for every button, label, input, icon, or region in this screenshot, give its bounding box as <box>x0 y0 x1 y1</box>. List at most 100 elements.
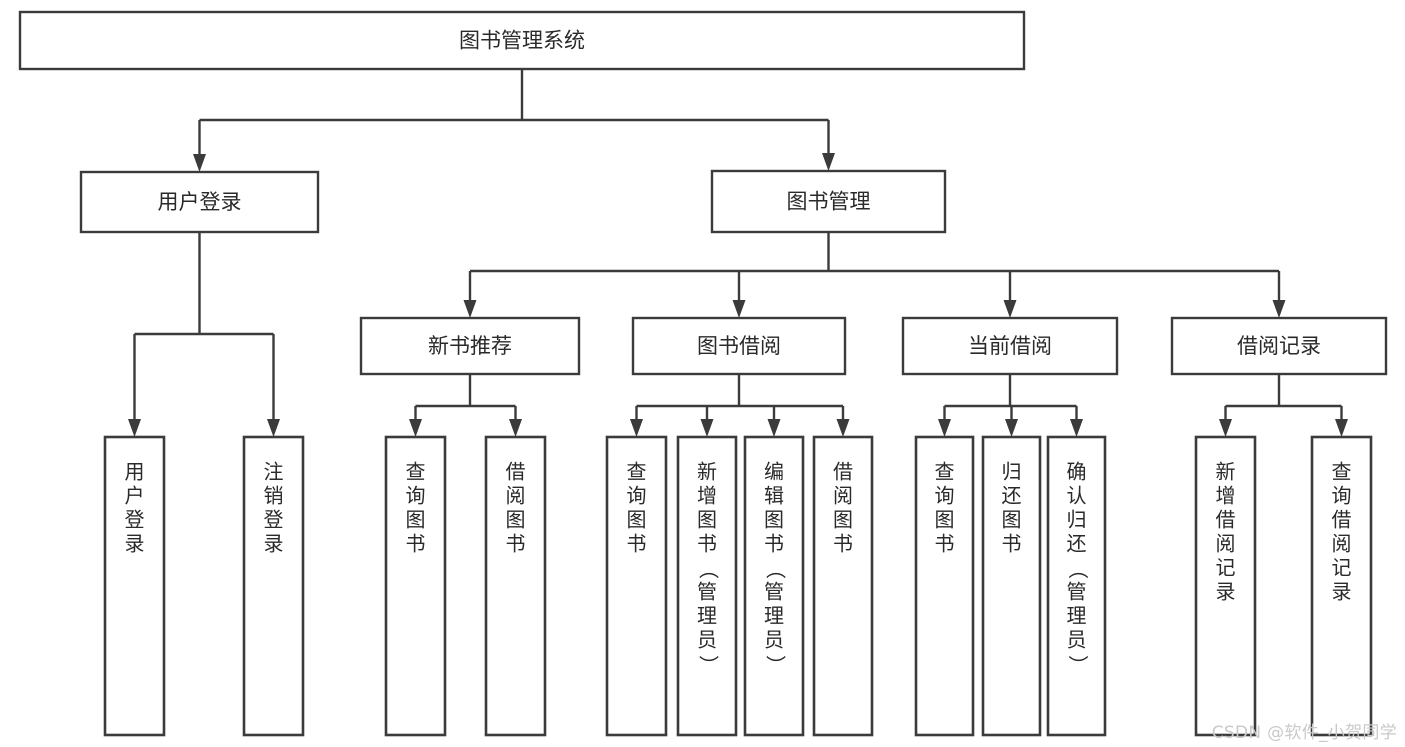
node-label-char: 登 <box>264 508 284 532</box>
node-n-current[interactable]: 当前借阅 <box>901 316 1119 376</box>
node-label-char: 图 <box>406 508 426 532</box>
node-box <box>605 435 668 737</box>
node-label-char: 新 <box>1216 460 1236 484</box>
node-label-char: 借 <box>1332 508 1352 532</box>
node-label-char: 理 <box>764 604 784 628</box>
node-label-char: 归 <box>1067 508 1087 532</box>
node-label-char: 管 <box>764 580 784 604</box>
connector-layer <box>128 69 1348 437</box>
node-label-char: 借 <box>833 460 853 484</box>
node-label-char: 还 <box>1067 532 1087 556</box>
node-label-char: 员 <box>697 628 717 652</box>
node-label-char: 询 <box>1332 484 1352 508</box>
node-label-char: 归 <box>1002 460 1022 484</box>
node-layer: 图书管理系统用户登录图书管理新书推荐图书借阅当前借阅借阅记录用户登录注销登录查询… <box>18 10 1388 737</box>
node-n-borrow[interactable]: 图书借阅 <box>631 316 847 376</box>
node-n-new-rec[interactable]: 新书推荐 <box>359 316 581 376</box>
node-label-char: （ <box>697 559 721 579</box>
csdn-watermark: CSDN @软件_小贺同学 <box>1211 723 1397 743</box>
node-label-char: 确 <box>1067 460 1087 484</box>
node-box <box>484 435 547 737</box>
node-label-char: 记 <box>1332 556 1352 580</box>
node-box <box>981 435 1042 737</box>
node-label: 用户登录 <box>158 190 242 214</box>
node-label-char: 用 <box>125 460 145 484</box>
node-label-char: （ <box>1066 559 1090 579</box>
node-label-char: 新 <box>697 460 717 484</box>
node-box <box>242 435 305 737</box>
node-label-char: 书 <box>1002 532 1022 556</box>
node-label-char: 借 <box>1216 508 1236 532</box>
node-label-char: 员 <box>1067 628 1087 652</box>
node-box <box>1046 435 1107 737</box>
node-label-char: 理 <box>697 604 717 628</box>
node-label-char: 书 <box>506 532 526 556</box>
node-box <box>18 10 1026 71</box>
node-label-char: 询 <box>935 484 955 508</box>
node-box <box>1194 435 1257 737</box>
node-label-char: ） <box>1066 655 1090 675</box>
node-n-record[interactable]: 借阅记录 <box>1170 316 1388 376</box>
node-label-char: 查 <box>935 460 955 484</box>
node-label-char: 图 <box>935 508 955 532</box>
node-label-char: 图 <box>1002 508 1022 532</box>
node-n-user-login[interactable]: 用户登录 <box>79 170 320 234</box>
node-label-char: 书 <box>833 532 853 556</box>
node-label-char: 查 <box>627 460 647 484</box>
node-label-char: 录 <box>264 532 284 556</box>
node-label-char: 询 <box>627 484 647 508</box>
node-box <box>79 170 320 234</box>
node-box <box>103 435 166 737</box>
node-label-char: 理 <box>1067 604 1087 628</box>
node-l-user-login[interactable]: 用户登录 <box>103 435 166 737</box>
node-label-char: 销 <box>264 484 284 508</box>
node-label-char: 阅 <box>506 484 526 508</box>
node-label-char: 查 <box>406 460 426 484</box>
node-label: 图书管理 <box>787 190 871 214</box>
node-label-char: 登 <box>125 508 145 532</box>
node-box <box>631 316 847 376</box>
node-box <box>676 435 738 737</box>
node-label-char: 查 <box>1332 460 1352 484</box>
node-label-char: 录 <box>1216 580 1236 604</box>
node-label-char: 书 <box>406 532 426 556</box>
node-label: 当前借阅 <box>968 334 1052 358</box>
node-label: 图书借阅 <box>697 334 781 358</box>
node-root[interactable]: 图书管理系统 <box>18 10 1026 71</box>
node-label-char: 书 <box>697 532 717 556</box>
node-label-char: 认 <box>1067 484 1087 508</box>
node-label-char: 管 <box>1067 580 1087 604</box>
node-label-char: 书 <box>764 532 784 556</box>
node-label-char: 图 <box>627 508 647 532</box>
node-box <box>1170 316 1388 376</box>
node-label-char: 图 <box>764 508 784 532</box>
node-label-char: 图 <box>506 508 526 532</box>
node-box <box>812 435 874 737</box>
node-label-char: 阅 <box>1332 532 1352 556</box>
node-box <box>1310 435 1373 737</box>
node-box <box>384 435 447 737</box>
node-box <box>743 435 805 737</box>
node-label-char: 辑 <box>764 484 784 508</box>
node-box <box>901 316 1119 376</box>
node-box <box>914 435 975 737</box>
node-label-char: 员 <box>764 628 784 652</box>
node-n-book-mgmt[interactable]: 图书管理 <box>710 169 947 234</box>
node-label-char: 注 <box>264 460 284 484</box>
node-label-char: 图 <box>697 508 717 532</box>
node-label-char: 阅 <box>1216 532 1236 556</box>
